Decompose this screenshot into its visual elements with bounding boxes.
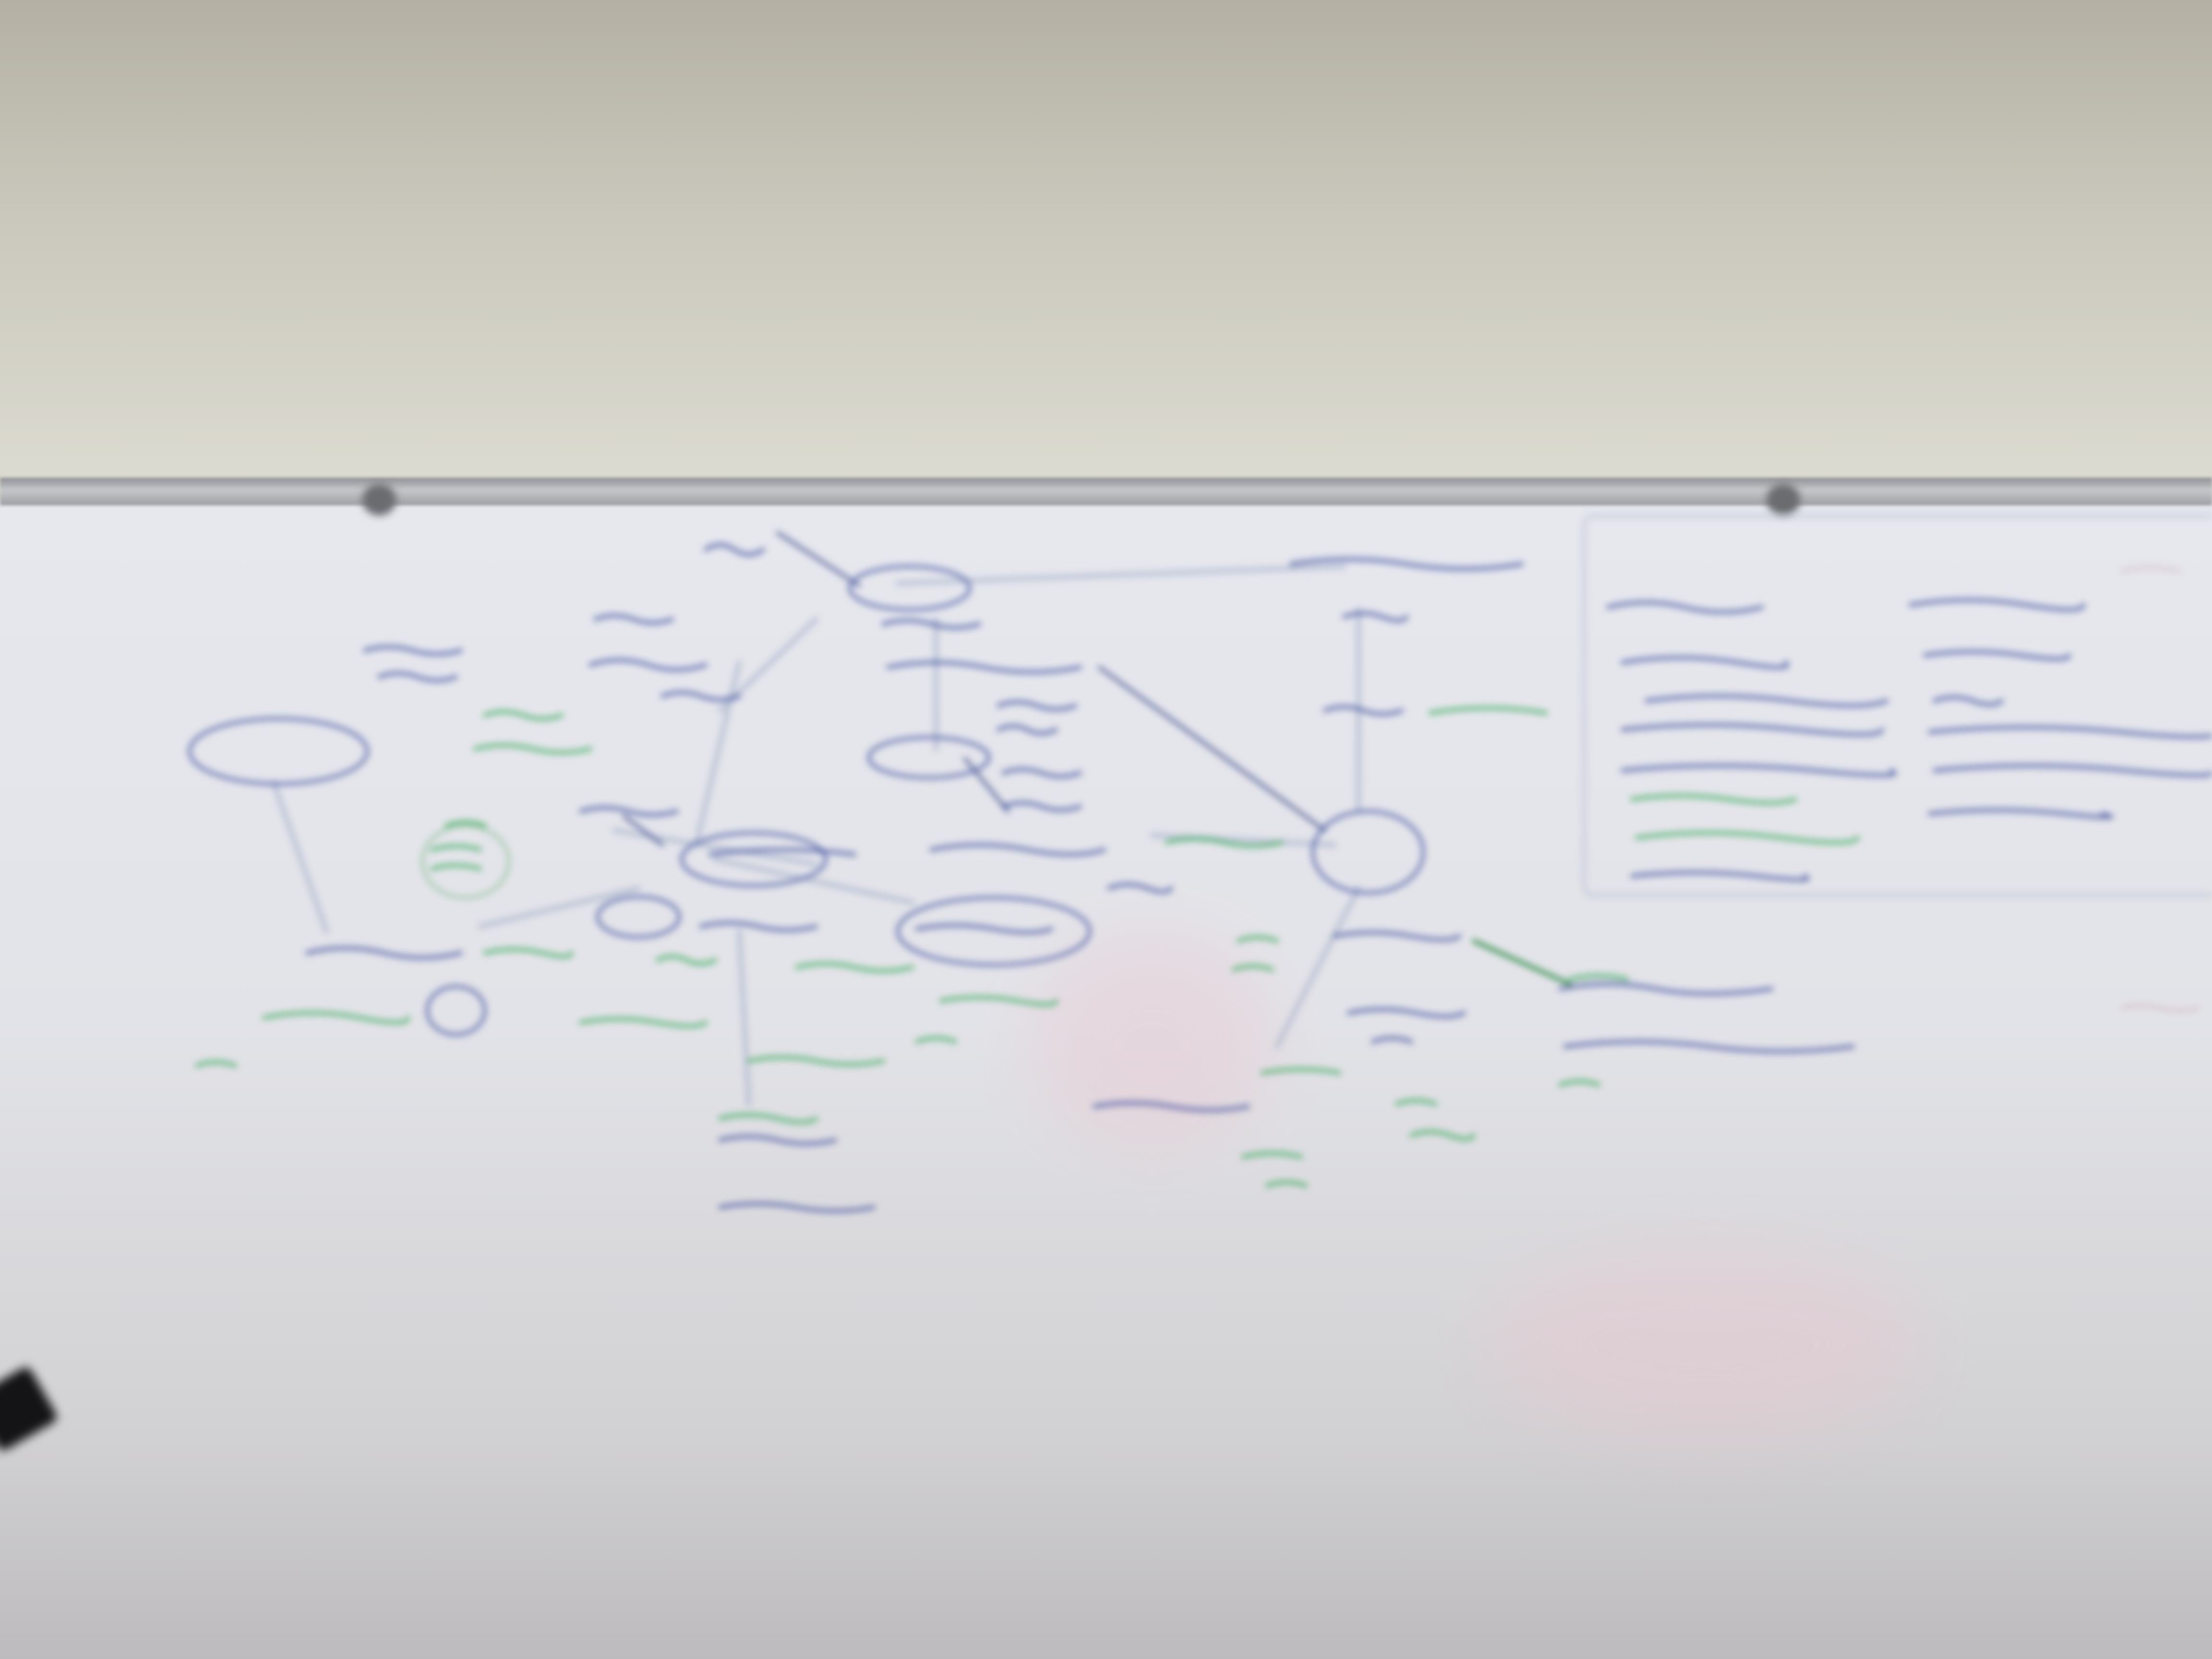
dark-connectors [623, 531, 1326, 846]
green-scribbles [195, 706, 1629, 1188]
right-panel-blue-lines [1606, 598, 2212, 882]
right-panel-green-lines [1630, 793, 1860, 844]
ink-smudge [1488, 1248, 1920, 1440]
whiteboard [0, 502, 2212, 1659]
right-panel-border [1582, 514, 2212, 897]
rail-clip-left [362, 484, 396, 516]
pink-marks [2120, 566, 2200, 1012]
node-ellipses [188, 565, 1425, 1036]
blue-scribbles [305, 543, 1855, 1213]
wall [0, 0, 2212, 480]
green-connector [1472, 939, 1572, 986]
ink-smudge [1032, 936, 1272, 1152]
rail-clip-right [1767, 484, 1800, 516]
